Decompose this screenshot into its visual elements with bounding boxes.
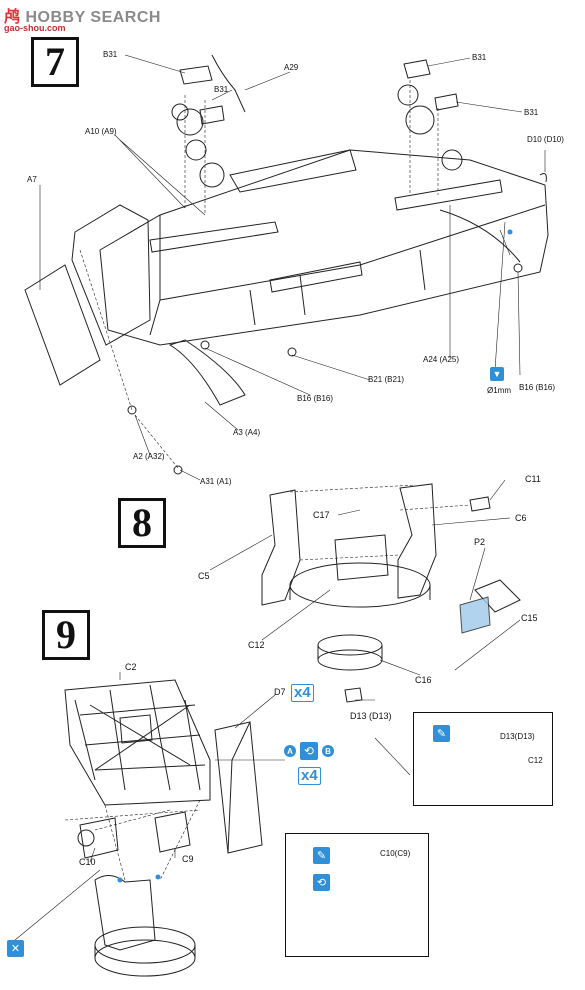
part-label: P2 <box>474 537 486 547</box>
part-label: C6 <box>515 513 527 523</box>
watermark-cn: 鸬 <box>4 7 21 26</box>
inset-label: C12 <box>528 756 543 765</box>
part-label: B31 <box>472 53 487 62</box>
part-label: C10 <box>79 857 96 867</box>
drill-icon: ▼ <box>490 367 504 381</box>
part-label: C16 <box>415 675 432 685</box>
inset-label: C10(C9) <box>380 849 411 858</box>
watermark-text: HOBBY SEARCH <box>25 9 161 26</box>
watermark-site: gao-shou.com <box>4 23 66 33</box>
detail-inset-step8 <box>413 712 553 806</box>
part-label: C2 <box>125 662 137 672</box>
chassis-hull <box>99 149 549 346</box>
yoke-c10 <box>79 817 119 859</box>
step-8-number: 8 <box>118 498 166 548</box>
part-label: B31 <box>214 85 229 94</box>
detail-inset-step9 <box>285 833 429 957</box>
part-label: C12 <box>248 640 265 650</box>
part-label: B16 (B16) <box>519 383 556 392</box>
rotate-icon: ⟲ <box>300 742 318 760</box>
part-label: B31 <box>524 108 539 117</box>
part-label: C15 <box>521 613 538 623</box>
part-label: A29 <box>284 63 299 72</box>
part-label: A7 <box>27 175 37 184</box>
suspension-left <box>149 221 279 253</box>
drill-size-label: Ø1mm <box>487 386 511 395</box>
part-label: D10 (D10) <box>527 135 564 144</box>
symbol-b-icon: B <box>322 745 334 757</box>
part-label: A24 (A25) <box>423 355 460 364</box>
part-label: C5 <box>198 571 210 581</box>
symbol-a-icon: A <box>284 745 296 757</box>
fender-a3 <box>168 339 246 406</box>
watermark-brand: 鸬 HOBBY SEARCH <box>4 3 161 27</box>
part-label: B16 (B16) <box>297 394 334 403</box>
missile-pod-d7 <box>214 721 263 854</box>
step-7-number: 7 <box>31 37 79 87</box>
inset-label: D13(D13) <box>500 732 535 741</box>
turret-base-c16 <box>317 634 383 656</box>
part-label: D13 (D13) <box>350 711 392 721</box>
turret-side-c6 <box>397 483 437 599</box>
suspension-right <box>394 179 503 211</box>
glue-icon: ✎ <box>313 847 330 864</box>
turret-side-c5 <box>261 489 301 606</box>
part-label: C17 <box>313 510 330 520</box>
plate-a7 <box>24 264 101 386</box>
glue-icon: ✎ <box>433 725 450 742</box>
part-label: A2 (A32) <box>133 452 165 461</box>
part-label: B31 <box>103 50 118 59</box>
do-not-glue-icon: ✕ <box>7 940 24 957</box>
part-label: A10 (A9) <box>85 127 117 136</box>
part-label: C9 <box>182 854 194 864</box>
quantity-badge: x4 <box>291 684 314 702</box>
rotate-icon: ⟲ <box>313 874 330 891</box>
yoke-c9 <box>154 811 191 853</box>
part-label: D7 <box>274 687 286 697</box>
step-9-number: 9 <box>42 610 90 660</box>
part-label: A31 (A1) <box>200 477 232 486</box>
part-label: C11 <box>525 474 541 484</box>
turret-ring-c12 <box>289 562 431 608</box>
quantity-badge: x4 <box>298 767 321 785</box>
part-label: A3 (A4) <box>233 428 261 437</box>
launcher-frame-c2 <box>64 679 211 806</box>
part-label: B21 (B21) <box>368 375 405 384</box>
